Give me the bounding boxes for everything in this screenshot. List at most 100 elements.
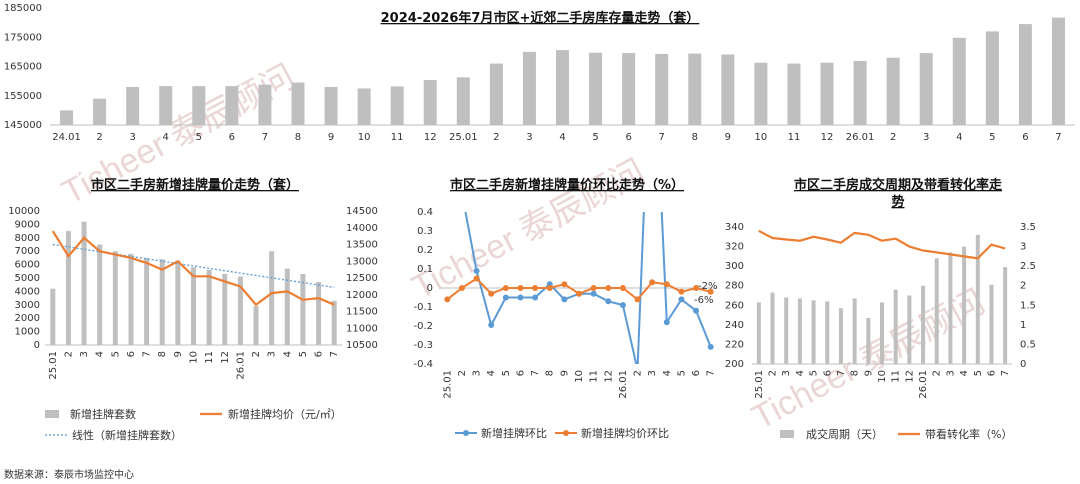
bar: [324, 86, 338, 125]
x-tick-label: 7: [706, 370, 717, 376]
x-tick-label: 25.01: [754, 370, 765, 399]
x-tick-label: 4: [662, 370, 673, 376]
data-point: [619, 302, 626, 309]
data-point: [502, 285, 509, 291]
x-tick-label: 4: [282, 351, 293, 357]
x-tick-label: 2: [932, 370, 943, 376]
x-tick-label: 2: [633, 370, 644, 376]
y2-tick-label: 3.5: [1020, 222, 1036, 233]
x-tick-label: 6: [1022, 132, 1028, 143]
bar: [962, 246, 967, 364]
data-point: [619, 285, 626, 291]
legend-swatch-marker: [563, 430, 569, 436]
data-point: [678, 296, 685, 303]
x-tick-label: 7: [262, 132, 268, 143]
data-point: [473, 275, 480, 282]
x-tick-label: 8: [850, 370, 861, 376]
y2-tick-label: 1: [1020, 320, 1026, 331]
y-tick-label: 0: [427, 283, 433, 294]
x-tick-label: 2: [890, 132, 896, 143]
listing-chart-title: 市区二手房新增挂牌量价走势（套）: [91, 177, 299, 193]
bar: [589, 52, 603, 125]
y2-tick-label: 10500: [346, 340, 378, 351]
bar: [423, 79, 437, 125]
data-point: [605, 298, 612, 305]
y-tick-label: 0.3: [417, 226, 433, 237]
x-tick-label: 5: [501, 370, 512, 376]
bar: [721, 54, 735, 125]
bar: [390, 86, 404, 125]
x-tick-label: 8: [692, 132, 698, 143]
y-tick-label: 1000: [15, 327, 40, 338]
legend-swatch-marker: [463, 430, 469, 436]
bar: [50, 288, 56, 345]
x-tick-label: 11: [204, 351, 215, 364]
x-tick-label: 4: [95, 351, 106, 357]
inventory-chart-title: 2024-2026年7月市区+近郊二手房库存量走势（套）: [381, 10, 700, 26]
x-tick-label: 5: [676, 370, 687, 376]
price-line: [51, 230, 335, 307]
x-tick-label: 10: [877, 370, 888, 383]
bar: [284, 268, 290, 345]
data-point: [678, 288, 685, 295]
x-tick-label: 4: [486, 370, 497, 376]
x-tick-label: 9: [173, 351, 184, 357]
x-tick-label: 24.01: [52, 132, 81, 143]
y-tick-label: 0.4: [417, 207, 433, 218]
bar: [853, 60, 867, 125]
data-point: [517, 285, 524, 291]
bar: [934, 258, 939, 364]
data-point: [693, 307, 700, 314]
x-tick-label: 7: [142, 351, 153, 357]
data-point: [649, 279, 656, 286]
x-tick-label: 7: [836, 370, 847, 376]
y-tick-label: 8000: [15, 233, 40, 244]
data-point: [663, 319, 670, 326]
data-point: [444, 296, 451, 303]
x-tick-label: 3: [526, 132, 532, 143]
legend-swatch-bar: [780, 430, 794, 438]
x-tick-label: 25.01: [442, 370, 453, 399]
data-point: [488, 322, 495, 329]
bar: [948, 252, 953, 364]
x-tick-label: 12: [904, 370, 915, 383]
bar: [921, 285, 926, 364]
data-point: [546, 285, 553, 291]
bar: [258, 84, 272, 125]
x-tick-label: 6: [126, 351, 137, 357]
bar: [770, 292, 775, 364]
bar: [175, 260, 181, 345]
legend-label: 新增挂牌环比: [481, 426, 547, 440]
x-tick-label: 5: [196, 132, 202, 143]
cycle-chart-title-line2: 势: [891, 194, 904, 210]
bar: [919, 53, 933, 125]
y-tick-label: 300: [725, 261, 744, 272]
bar: [985, 31, 999, 125]
legend-label: 线性（新增挂牌套数）: [72, 428, 182, 442]
data-point: [707, 288, 714, 295]
x-tick-label: 11: [891, 370, 902, 383]
y-tick-label: -0.4: [413, 359, 433, 370]
bar: [81, 221, 87, 345]
bar: [225, 86, 239, 125]
x-tick-label: 7: [329, 351, 340, 357]
x-tick-label: 6: [515, 370, 526, 376]
bar: [331, 300, 337, 345]
x-tick-label: 3: [945, 370, 956, 376]
y-tick-label: 7000: [15, 246, 40, 257]
bar: [97, 244, 103, 345]
data-label: -6%: [694, 295, 713, 306]
bar: [269, 251, 275, 345]
bar: [159, 86, 173, 125]
x-tick-label: 7: [659, 132, 665, 143]
bar: [556, 50, 569, 126]
data-point: [561, 281, 568, 288]
data-point: [576, 290, 582, 297]
data-point: [663, 281, 670, 288]
data-point: [517, 294, 524, 301]
x-tick-label: 4: [959, 370, 970, 376]
x-tick-label: 6: [691, 370, 702, 376]
bar: [1018, 24, 1032, 125]
x-tick-label: 10: [358, 132, 371, 143]
x-tick-label: 10: [574, 370, 585, 383]
